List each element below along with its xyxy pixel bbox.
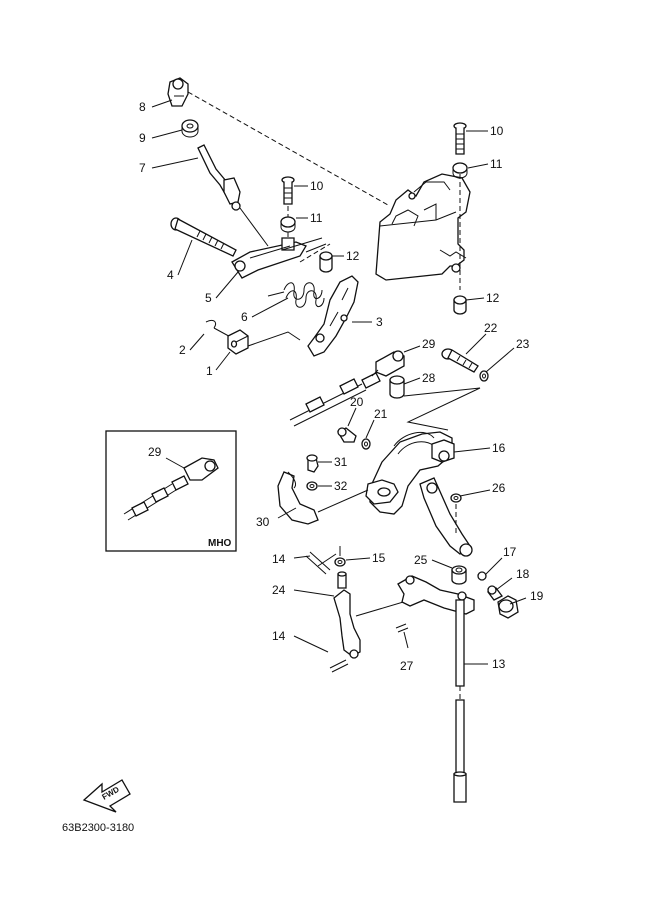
part-23-washer [479, 370, 489, 382]
callout-31: 31 [334, 455, 348, 469]
part-3-cam-plate [307, 275, 359, 357]
part-14-pin-upper [305, 551, 337, 575]
callout-24: 24 [272, 583, 286, 597]
callout-8: 8 [139, 100, 146, 114]
part-10-screw-right [453, 122, 467, 155]
part-21-washer [361, 438, 371, 450]
callout-7: 7 [139, 161, 146, 175]
leader-28-lever [403, 387, 481, 431]
callout-19: 19 [530, 589, 544, 603]
part-17-clip [477, 571, 487, 581]
callout-4: 4 [167, 268, 174, 282]
part-16-shift-lever [365, 431, 455, 515]
callout-18: 18 [516, 567, 530, 581]
callout-17: 17 [503, 545, 517, 559]
callout-26: 26 [492, 481, 506, 495]
part-16-arm [419, 477, 473, 557]
part-19-cap [497, 595, 519, 619]
part-11-washer-left [280, 216, 296, 244]
callout-21: 21 [374, 407, 388, 421]
fwd-arrow-icon [82, 779, 131, 813]
callout-22: 22 [484, 321, 498, 335]
callout-27: 27 [400, 659, 414, 673]
callout-28: 28 [422, 371, 436, 385]
callout-leaders [151, 99, 527, 665]
part-8-clip [167, 77, 189, 107]
part-20-screw [337, 427, 357, 443]
callout-29: 29 [422, 337, 436, 351]
part-18-screw [487, 585, 503, 601]
callout-10: 10 [490, 124, 504, 138]
part-14-pin-lower [329, 659, 349, 673]
part-24-shift-rod-lever [333, 571, 411, 659]
leader-12-left [299, 243, 331, 263]
part-11-washer-right [452, 162, 468, 179]
leader-8-housing [187, 91, 389, 206]
part-12-bushing-right [453, 295, 467, 315]
part-housing [375, 166, 471, 290]
callout-2: 2 [179, 343, 186, 357]
inset-mho-box [105, 430, 237, 552]
callout-12: 12 [346, 249, 360, 263]
part-cable [289, 372, 381, 427]
part-32-washer [306, 481, 318, 491]
callout-6: 6 [241, 310, 248, 324]
part-26-washer [450, 493, 462, 503]
callout-1: 1 [206, 364, 213, 378]
part-29-cable-joint [371, 350, 405, 377]
callout-30: 30 [256, 515, 270, 529]
part-31-screw [306, 454, 319, 473]
callout-13: 13 [492, 657, 506, 671]
part-5-lever [231, 237, 327, 279]
part-15-washer [334, 546, 346, 567]
callout-16: 16 [492, 441, 506, 455]
part-10-screw-left [281, 176, 295, 220]
part-30-bracket [277, 471, 369, 525]
callout-15: 15 [372, 551, 386, 565]
part-shift-plate [397, 575, 475, 615]
part-27-pin [395, 623, 409, 633]
part-6-spring [267, 282, 325, 308]
callout-29: 29 [148, 445, 162, 459]
part-9-nut [181, 119, 199, 138]
callout-14: 14 [272, 629, 286, 643]
drawing-code: 63B2300-3180 [62, 822, 134, 834]
part-1-joint [227, 329, 301, 355]
callout-10: 10 [310, 179, 324, 193]
callout-23: 23 [516, 337, 530, 351]
callout-20: 20 [350, 395, 364, 409]
part-22-bolt [441, 348, 479, 373]
callout-25: 25 [414, 553, 428, 567]
callout-labels: 8 9 7 10 11 12 4 5 6 3 2 1 10 11 12 29 2… [139, 100, 544, 673]
callout-11: 11 [310, 211, 323, 225]
callout-11: 11 [490, 157, 503, 171]
part-7-link-rod [197, 144, 269, 247]
part-13-shift-rod [453, 599, 467, 803]
part-25-bushing [451, 565, 467, 585]
callout-5: 5 [205, 291, 212, 305]
callout-9: 9 [139, 131, 146, 145]
callout-12: 12 [486, 291, 500, 305]
part-12-bushing-left [319, 251, 333, 273]
inset-label: MHO [208, 538, 232, 549]
callout-32: 32 [334, 479, 348, 493]
part-4-bolt [170, 217, 237, 257]
callout-14: 14 [272, 552, 286, 566]
part-28-spacer [389, 375, 405, 399]
callout-3: 3 [376, 315, 383, 329]
